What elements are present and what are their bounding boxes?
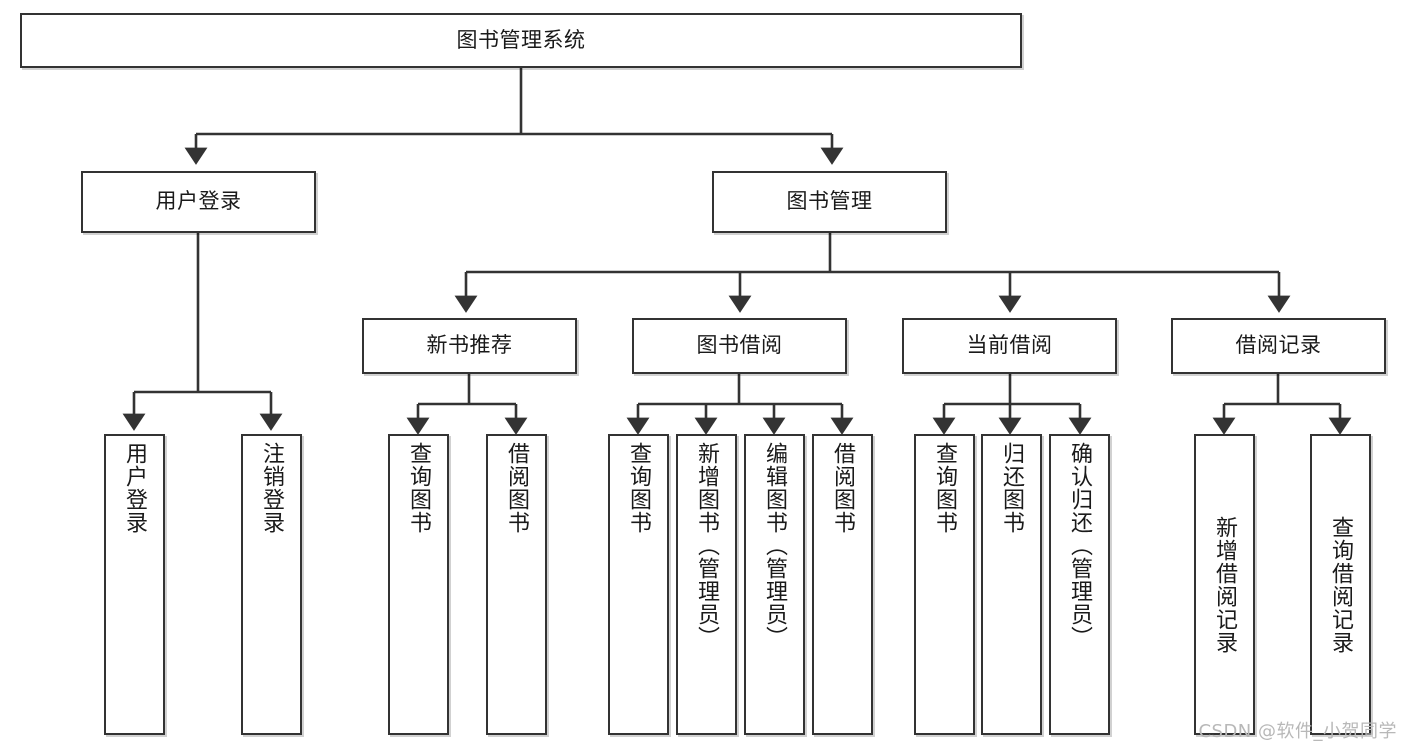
node-leaf-borrow-book-1[interactable]: 借阅图书 [486,434,547,735]
node-current-borrow-label: 当前借阅 [966,333,1053,358]
node-leaf-add-book-label: 新增图书（管理员） [694,442,720,649]
node-book-management[interactable]: 图书管理 [712,171,947,233]
node-leaf-borrow-book-2-label: 借阅图书 [830,442,856,534]
node-leaf-logout-login[interactable]: 注销登录 [241,434,302,735]
node-leaf-query-book-3[interactable]: 查询图书 [914,434,975,735]
csdn-watermark: CSDN @软件_小贺同学 [1198,721,1397,742]
node-leaf-confirm-return[interactable]: 确认归还（管理员） [1049,434,1110,735]
node-borrow-record-label: 借阅记录 [1235,333,1322,358]
node-leaf-edit-book[interactable]: 编辑图书（管理员） [744,434,805,735]
node-user-login[interactable]: 用户登录 [81,171,316,233]
node-leaf-confirm-return-label: 确认归还（管理员） [1067,442,1093,649]
node-leaf-add-record-label: 新增借阅记录 [1212,515,1238,654]
node-leaf-user-login-label: 用户登录 [122,442,148,534]
node-book-management-label: 图书管理 [786,189,873,214]
node-leaf-user-login[interactable]: 用户登录 [104,434,165,735]
node-leaf-return-book[interactable]: 归还图书 [981,434,1042,735]
node-root[interactable]: 图书管理系统 [20,13,1022,68]
node-book-borrow-label: 图书借阅 [696,333,783,358]
node-current-borrow[interactable]: 当前借阅 [902,318,1117,374]
node-leaf-return-book-label: 归还图书 [999,442,1025,534]
node-root-label: 图书管理系统 [456,27,586,52]
node-leaf-query-book-1[interactable]: 查询图书 [388,434,449,735]
node-leaf-borrow-book-1-label: 借阅图书 [504,442,530,534]
node-leaf-logout-login-label: 注销登录 [259,442,285,534]
node-new-book-recommend[interactable]: 新书推荐 [362,318,577,374]
node-leaf-add-book[interactable]: 新增图书（管理员） [676,434,737,735]
node-user-login-label: 用户登录 [155,189,242,214]
node-leaf-edit-book-label: 编辑图书（管理员） [762,442,788,649]
node-leaf-query-record-label: 查询借阅记录 [1328,515,1354,654]
node-new-book-recommend-label: 新书推荐 [426,333,513,358]
node-leaf-query-book-2[interactable]: 查询图书 [608,434,669,735]
node-leaf-query-book-2-label: 查询图书 [626,442,652,534]
node-leaf-borrow-book-2[interactable]: 借阅图书 [812,434,873,735]
node-leaf-query-book-3-label: 查询图书 [932,442,958,534]
node-book-borrow[interactable]: 图书借阅 [632,318,847,374]
node-leaf-add-record[interactable]: 新增借阅记录 [1194,434,1255,735]
node-leaf-query-book-1-label: 查询图书 [406,442,432,534]
node-leaf-query-record[interactable]: 查询借阅记录 [1310,434,1371,735]
node-borrow-record[interactable]: 借阅记录 [1171,318,1386,374]
